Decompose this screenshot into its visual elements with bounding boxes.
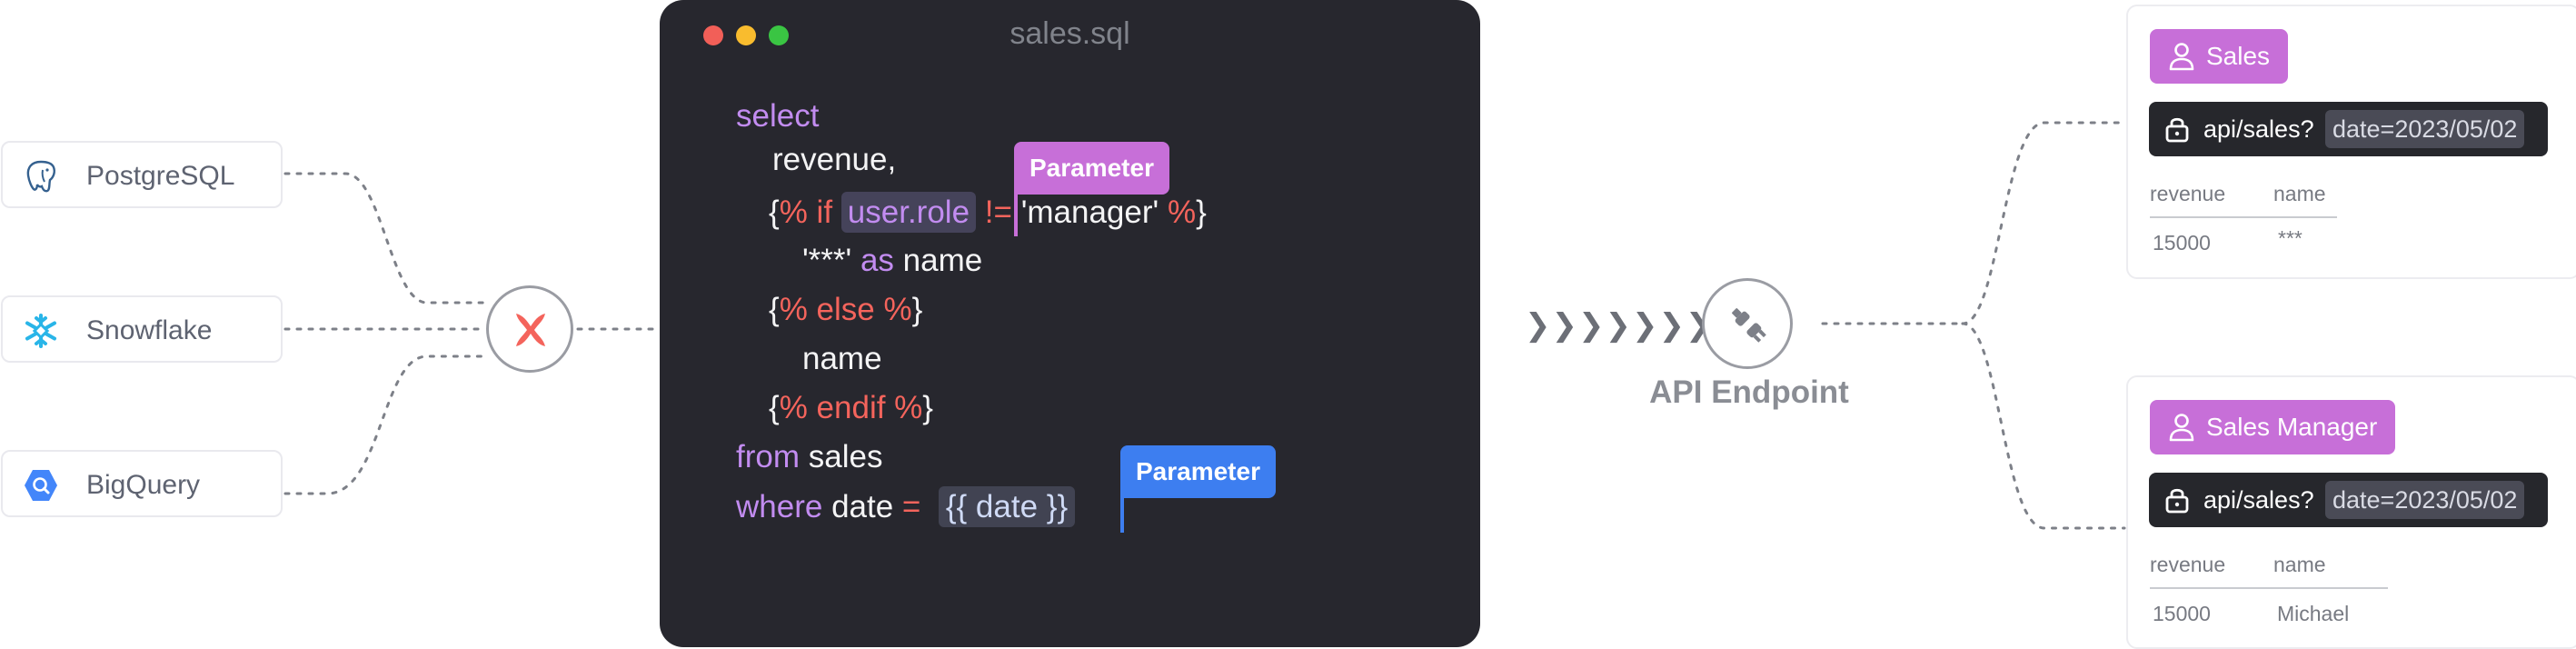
sql-keyword: as <box>860 243 894 278</box>
role-label: Sales <box>2206 42 2271 70</box>
table-cell: 15000 <box>2153 602 2211 625</box>
sql-keyword: where <box>736 489 823 524</box>
template-brace: } <box>922 390 933 425</box>
flow-chevrons: ❯❯❯❯❯❯❯ <box>1525 308 1713 343</box>
role-badge[interactable]: Sales Manager <box>2150 400 2396 454</box>
column-header: revenue <box>2150 553 2226 576</box>
column-header: revenue <box>2150 182 2226 205</box>
template-brace: } <box>911 292 923 327</box>
integration-hub[interactable] <box>486 285 573 373</box>
string-literal: '***' <box>802 243 852 278</box>
code-line-select: select <box>736 98 819 135</box>
snowflake-icon <box>23 313 59 349</box>
table-cell: Michael <box>2277 602 2350 625</box>
source-snowflake[interactable]: Snowflake <box>1 295 283 363</box>
lock-icon <box>2165 117 2189 143</box>
parameter-tag-user-role: Parameter <box>1014 142 1169 195</box>
date-parameter[interactable]: {{ date }} <box>938 486 1076 527</box>
maximize-window-button[interactable] <box>769 25 789 45</box>
sql-column: name <box>802 341 882 376</box>
url-query-param: date=2023/05/02 <box>2325 110 2525 148</box>
table-header-divider <box>2150 216 2337 218</box>
parameter-caret-blue <box>1120 491 1124 533</box>
lock-icon <box>2165 488 2189 514</box>
source-label: BigQuery <box>86 470 201 500</box>
table-header-divider <box>2150 587 2388 589</box>
template-brace: { <box>769 390 780 425</box>
source-label: PostgreSQL <box>86 161 235 191</box>
string-literal: 'manager' <box>1020 195 1159 230</box>
user-role-parameter[interactable]: user.role <box>840 192 977 233</box>
operator-not-equal: != <box>984 195 1012 230</box>
minimize-window-button[interactable] <box>736 25 756 45</box>
code-line-from: from sales <box>736 439 882 475</box>
bigquery-icon <box>23 467 59 504</box>
output-card-sales: Sales api/sales? date=2023/05/02 revenue… <box>2126 5 2576 279</box>
template-if: % if <box>779 195 833 230</box>
code-line-endif: {% endif %} <box>769 390 933 426</box>
api-url-bar[interactable]: api/sales? date=2023/05/02 <box>2149 473 2548 527</box>
column-header: name <box>2273 553 2326 576</box>
sql-keyword: from <box>736 439 800 474</box>
url-query-param: date=2023/05/02 <box>2325 481 2525 519</box>
sql-column: name <box>902 243 983 278</box>
file-title: sales.sql <box>1010 16 1130 51</box>
api-endpoint-label: API Endpoint <box>1649 374 1849 410</box>
table-cell: *** <box>2278 226 2302 250</box>
url-path: api/sales? <box>2203 486 2314 514</box>
source-label: Snowflake <box>86 315 213 345</box>
operator-equal: = <box>901 489 921 524</box>
close-window-button[interactable] <box>703 25 723 45</box>
parameter-caret-purple <box>1014 195 1018 236</box>
sql-editor-window: sales.sql select revenue, {% if user.rol… <box>660 0 1480 647</box>
sql-keyword: select <box>736 98 820 134</box>
code-line-name: name <box>802 341 882 377</box>
source-postgresql[interactable]: PostgreSQL <box>1 141 283 208</box>
template-endif: % endif % <box>779 390 923 425</box>
url-path: api/sales? <box>2203 115 2314 143</box>
sql-column: revenue, <box>772 142 897 177</box>
sql-table: sales <box>808 439 883 474</box>
integration-hub-icon <box>516 314 545 346</box>
code-line-masked: '***' as name <box>802 243 982 279</box>
parameter-tag-date: Parameter <box>1120 445 1276 498</box>
role-label: Sales Manager <box>2206 413 2378 441</box>
user-icon <box>2169 414 2194 442</box>
postgresql-elephant-icon <box>23 158 59 195</box>
sql-column: date <box>831 489 894 524</box>
role-badge[interactable]: Sales <box>2150 29 2289 84</box>
code-line-where: where date = {{ date }} <box>736 486 1076 527</box>
column-header: name <box>2273 182 2326 205</box>
table-cell: 15000 <box>2153 231 2211 255</box>
template-else: % else % <box>779 292 912 327</box>
template-brace: { <box>769 195 780 230</box>
api-url-bar[interactable]: api/sales? date=2023/05/02 <box>2149 102 2548 156</box>
code-line-revenue: revenue, <box>772 142 896 178</box>
user-icon <box>2169 43 2194 71</box>
template-brace: { <box>769 292 780 327</box>
plug-connector-icon <box>1732 308 1766 343</box>
source-bigquery[interactable]: BigQuery <box>1 450 283 517</box>
api-endpoint-node[interactable] <box>1702 278 1793 369</box>
template-close: % <box>1167 195 1197 230</box>
code-line-if: {% if user.role != 'manager' %} <box>769 192 1207 233</box>
template-brace: } <box>1196 195 1207 230</box>
output-card-sales-manager: Sales Manager api/sales? date=2023/05/02… <box>2126 375 2576 649</box>
code-line-else: {% else %} <box>769 292 922 328</box>
